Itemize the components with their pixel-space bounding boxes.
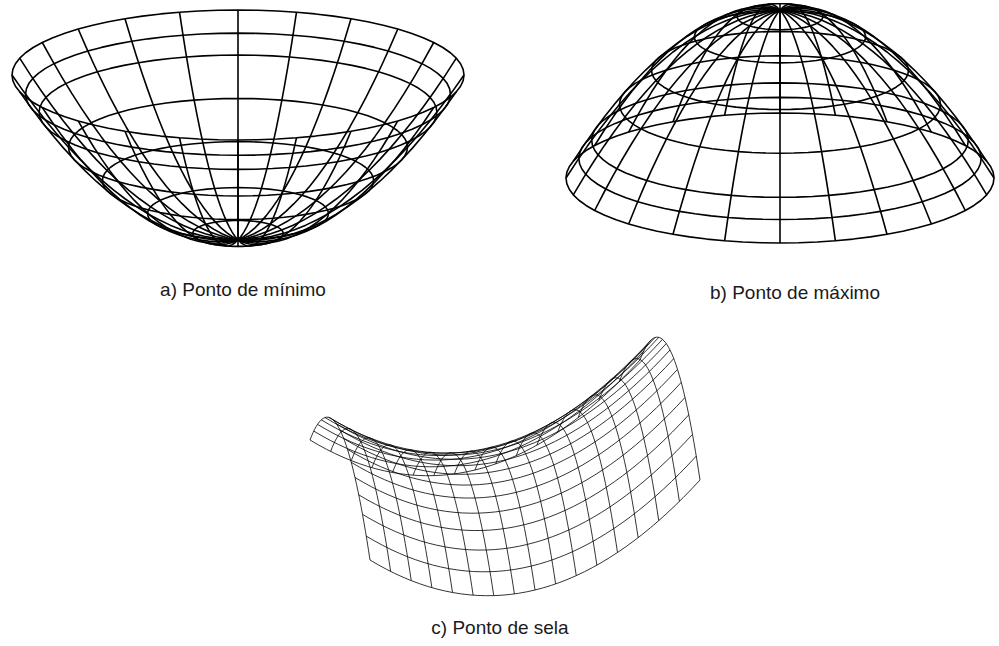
wireframe-line bbox=[237, 10, 239, 240]
wireframe-line bbox=[20, 58, 238, 240]
wireframe-line bbox=[310, 417, 370, 560]
wireframe-line bbox=[12, 75, 238, 240]
wireframe-line bbox=[595, 8, 780, 145]
wireframe-line bbox=[318, 344, 648, 460]
wireframe-line bbox=[370, 480, 700, 596]
wireframe-line bbox=[573, 10, 780, 162]
wireframe-line bbox=[238, 43, 434, 241]
minimum-surface bbox=[12, 10, 464, 246]
wireframe-line bbox=[180, 138, 238, 246]
wireframe-line bbox=[780, 10, 965, 211]
wireframe-line bbox=[42, 108, 238, 242]
wireframe-line bbox=[348, 369, 678, 485]
wireframe-line bbox=[238, 75, 464, 240]
wireframe-line bbox=[355, 398, 685, 514]
wireframe-line bbox=[725, 10, 780, 241]
wireframe-line bbox=[619, 359, 679, 502]
wireframe-line bbox=[333, 339, 663, 455]
wireframe-line bbox=[331, 429, 391, 572]
wireframe-line bbox=[78, 29, 238, 240]
wireframe-line bbox=[780, 10, 987, 162]
wireframe-line bbox=[238, 108, 434, 242]
wireframe-line bbox=[366, 456, 696, 572]
wireframe-line bbox=[454, 451, 514, 594]
wireframe-line bbox=[780, 5, 887, 121]
wireframe-line bbox=[238, 92, 456, 241]
wireframe-line bbox=[780, 10, 994, 178]
wireframe-line bbox=[363, 434, 693, 550]
wireframe-line bbox=[325, 338, 655, 454]
wireframe-line bbox=[180, 12, 238, 240]
wireframe-line bbox=[573, 10, 780, 195]
wireframe-line bbox=[629, 7, 780, 132]
wireframe-line bbox=[496, 441, 556, 584]
wireframe-line bbox=[725, 4, 780, 115]
wireframe-line bbox=[20, 92, 238, 241]
wireframe-line bbox=[578, 395, 638, 538]
wireframe-line bbox=[238, 12, 296, 240]
wireframe-line bbox=[329, 337, 659, 453]
figure-caption: b) Ponto de máximo bbox=[710, 282, 880, 305]
wireframe-line bbox=[780, 10, 835, 241]
saddle-surface bbox=[310, 337, 700, 596]
wireframe-line bbox=[238, 138, 296, 246]
wireframe-line bbox=[599, 378, 659, 521]
wireframe-line bbox=[238, 58, 456, 240]
wireframe-line bbox=[780, 8, 965, 145]
wireframe-line bbox=[340, 350, 670, 466]
wireframe-line bbox=[780, 10, 931, 224]
wireframe-line bbox=[351, 382, 681, 498]
wireframe-line bbox=[238, 19, 351, 240]
wireframe-line bbox=[780, 10, 987, 195]
wireframe-line bbox=[779, 4, 781, 113]
wireframe-line bbox=[595, 10, 780, 211]
figure-caption: a) Ponto de mínimo bbox=[160, 279, 326, 302]
wireframe-line bbox=[629, 10, 780, 224]
wireframe-line bbox=[344, 359, 674, 475]
wireframe-line bbox=[359, 415, 689, 531]
wireframe-line bbox=[475, 447, 535, 590]
wireframe-line bbox=[238, 121, 398, 243]
wireframe-line bbox=[393, 450, 453, 593]
wireframe-line bbox=[238, 29, 398, 240]
wireframe-line bbox=[42, 43, 238, 241]
figure-caption: c) Ponto de sela bbox=[431, 617, 568, 640]
wireframe-line bbox=[780, 4, 835, 115]
wireframe-line bbox=[640, 337, 700, 480]
maximum-surface bbox=[566, 4, 994, 243]
wireframe-line bbox=[566, 10, 780, 178]
